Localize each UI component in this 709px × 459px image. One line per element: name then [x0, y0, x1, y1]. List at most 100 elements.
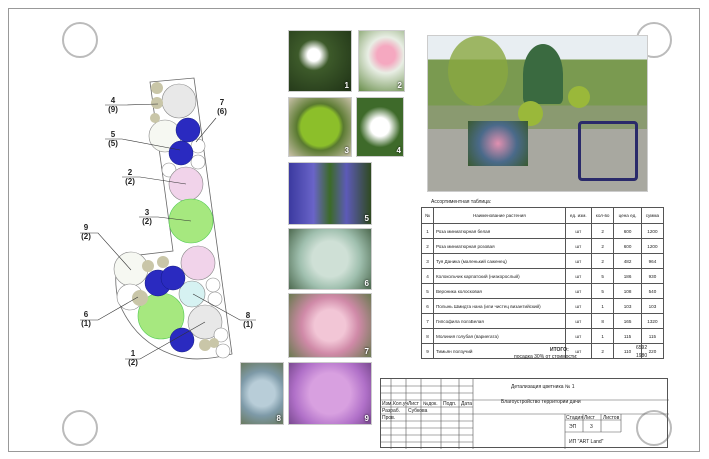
- table-cell: 165: [613, 313, 642, 329]
- table-cell: Вероника колосковая: [432, 283, 566, 299]
- table-cell: шт: [564, 298, 592, 314]
- drawing-frame: [8, 8, 700, 452]
- project-name: Благоустройство территории дачи: [501, 399, 581, 405]
- plan-label-7: 7(6): [217, 98, 227, 116]
- table-cell: 5: [421, 283, 434, 299]
- table-cell: 964: [640, 253, 665, 269]
- plan-label-5: 5(5): [108, 130, 118, 148]
- table-cell: 220: [640, 343, 665, 359]
- corner-ornament-icon: [62, 410, 98, 446]
- table-cell: 6: [421, 298, 434, 314]
- table-cell: 1200: [640, 238, 665, 254]
- table-cell: шт: [564, 313, 592, 329]
- table-cell: 600: [613, 238, 642, 254]
- table-cell: 1: [590, 298, 615, 314]
- column-header: цена ед.: [613, 207, 642, 224]
- col-header: №док.: [423, 401, 438, 407]
- table-caption: Ассортиментная таблица:: [431, 199, 492, 205]
- table-cell: Тимьян ползучий: [432, 343, 566, 359]
- column-header: Наименование растения: [432, 207, 566, 224]
- plan-label-9: 9(2): [81, 223, 91, 241]
- table-cell: 115: [640, 328, 665, 344]
- table-cell: Туя Даника (маленький саженец): [432, 253, 566, 269]
- table-cell: 8: [421, 328, 434, 344]
- table-cell: 1: [421, 223, 434, 239]
- table-cell: шт: [564, 328, 592, 344]
- table-cell: шт: [564, 238, 592, 254]
- drawing-title: Детализация цветника № 1: [511, 384, 575, 390]
- stage-value: ЭП: [569, 424, 577, 430]
- column-header: сумма: [640, 207, 665, 224]
- table-cell: Гипсофила ползБелая: [432, 313, 566, 329]
- photo-pink-rose: 2: [358, 30, 405, 92]
- table-cell: 5: [590, 283, 615, 299]
- planting-label: посадка 30% от стоимости:: [514, 354, 578, 360]
- table-cell: 1320: [640, 313, 665, 329]
- table-cell: 600: [613, 223, 642, 239]
- table-cell: шт: [564, 253, 592, 269]
- table-cell: 2: [590, 238, 615, 254]
- table-cell: Роза миниатюрная розовая: [432, 238, 566, 254]
- table-cell: Колокольчик карпатский (низкорослый): [432, 268, 566, 284]
- sheet-label: Лист: [584, 415, 595, 421]
- sheet-value: 3: [590, 424, 593, 430]
- table-cell: 4: [421, 268, 434, 284]
- plan-label-2: 2(2): [125, 168, 135, 186]
- col-header: Подп.: [443, 401, 457, 407]
- column-header: №: [421, 207, 434, 224]
- photo-bellflower: 4: [356, 97, 404, 157]
- grass-stars: [132, 82, 219, 351]
- table-cell: шт: [564, 283, 592, 299]
- photo-thyme: 9: [288, 362, 372, 425]
- table-cell: 5: [590, 268, 615, 284]
- table-cell: 103: [613, 298, 642, 314]
- photo-artemisia: 6: [288, 228, 372, 290]
- table-cell: 482: [613, 253, 642, 269]
- table-cell: Роза миниатюрная белая: [432, 223, 566, 239]
- table-cell: 7: [421, 313, 434, 329]
- table-cell: 930: [640, 268, 665, 284]
- table-cell: 3: [421, 253, 434, 269]
- checked-label: Пров.: [382, 415, 396, 421]
- table-cell: 2: [421, 238, 434, 254]
- leader-lines: [80, 103, 256, 360]
- table-cell: 1: [590, 328, 615, 344]
- plant-circles: [113, 83, 231, 359]
- column-header: ед. изм.: [564, 207, 592, 224]
- sheets-label: Листов: [603, 415, 620, 421]
- total-label: ИТОГО:: [550, 347, 569, 353]
- table-cell: 186: [613, 268, 642, 284]
- photo-gypsophila: 7: [288, 293, 372, 358]
- col-header: Кол.уч: [393, 401, 408, 407]
- table-cell: 2: [590, 223, 615, 239]
- bellflower-clusters: [144, 117, 201, 353]
- title-block: Детализация цветника № 1 Благоустройство…: [380, 378, 669, 449]
- table-cell: Молиния голубая (вариегата): [432, 328, 566, 344]
- table-cell: 108: [613, 283, 642, 299]
- plan-label-3: 3(2): [142, 208, 152, 226]
- table-cell: 103: [640, 298, 665, 314]
- col-header: Дата: [461, 401, 473, 407]
- table-cell: 540: [640, 283, 665, 299]
- garden-render: [427, 35, 648, 192]
- table-cell: 2: [590, 343, 615, 359]
- photo-white-rose: 1: [288, 30, 352, 92]
- table-cell: Полынь Шмидта нана (или чистец византийс…: [432, 298, 566, 314]
- corner-ornament-icon: [636, 410, 672, 446]
- plan-label-1: 1(2): [128, 349, 138, 367]
- photo-thuja: 3: [288, 97, 352, 157]
- column-header: кол-во: [590, 207, 615, 224]
- plan-label-4: 4(9): [108, 96, 118, 114]
- table-cell: 1200: [640, 223, 665, 239]
- table-cell: шт: [564, 268, 592, 284]
- table-cell: 115: [613, 328, 642, 344]
- stage-label: Стадия: [566, 415, 584, 421]
